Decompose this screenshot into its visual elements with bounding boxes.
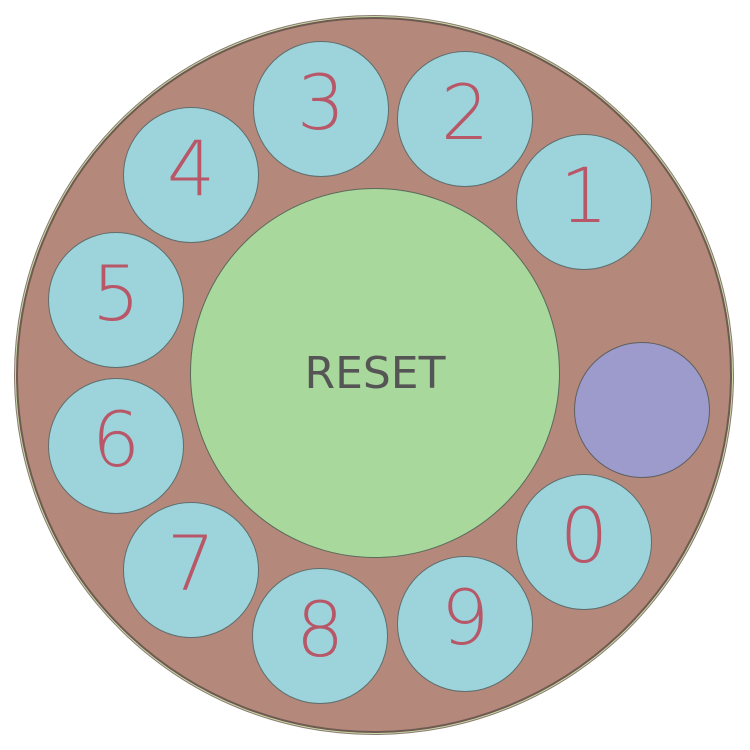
dial-key-label: 0 [559,491,609,580]
dial-key-4[interactable]: 4 [123,107,259,243]
dial-key-3[interactable]: 3 [253,41,389,177]
dial-key-5[interactable]: 5 [48,232,184,368]
dial-key-label: 8 [295,585,345,674]
reset-button-label: RESET [304,347,446,399]
dial-key-label: 4 [166,124,216,213]
dial-key-label: 1 [559,151,609,240]
reset-button[interactable]: RESET [190,188,560,558]
dial-key-label: 5 [91,249,141,338]
dial-key-1[interactable]: 1 [516,134,652,270]
dial-key-label: 6 [91,395,141,484]
dial-key-7[interactable]: 7 [123,502,259,638]
dial-key-2[interactable]: 2 [397,51,533,187]
dial-key-label: 3 [296,58,346,147]
dial-key-0[interactable]: 0 [516,474,652,610]
dial-key-9[interactable]: 9 [397,556,533,692]
finger-stop [574,342,710,478]
dial-key-8[interactable]: 8 [252,568,388,704]
dial-key-label: 7 [166,519,216,608]
dial-key-6[interactable]: 6 [48,378,184,514]
dial-key-label: 2 [440,68,490,157]
dial-key-label: 9 [440,573,490,662]
